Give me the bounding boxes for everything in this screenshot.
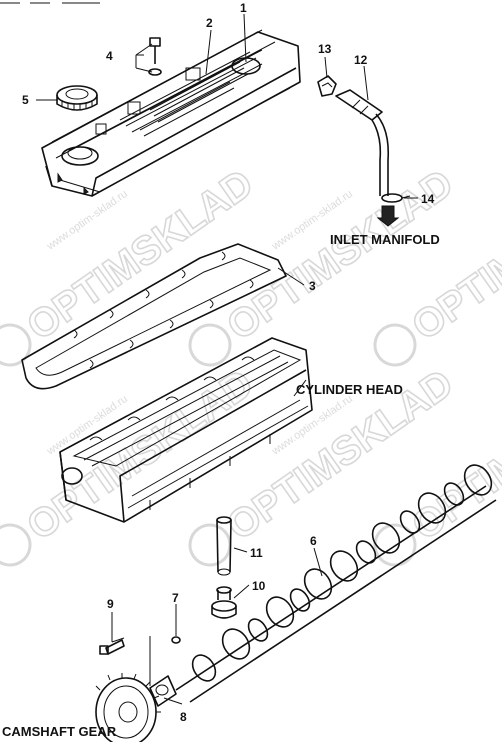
watermark-logo-icon <box>0 323 32 367</box>
callout-5: 5 <box>22 93 29 107</box>
woodruff-key <box>171 636 181 644</box>
callout-2: 2 <box>206 16 213 30</box>
callout-3: 3 <box>309 279 316 293</box>
watermark-logo-icon <box>188 523 232 567</box>
breather-assembly <box>317 75 411 227</box>
leader-lines <box>36 13 418 705</box>
cylinder-head-label: CYLINDER HEAD <box>296 382 403 397</box>
camshaft <box>175 464 497 703</box>
tappet <box>211 586 237 619</box>
callout-13: 13 <box>318 42 332 56</box>
camshaft-gear <box>95 673 161 747</box>
callout-6: 6 <box>310 534 317 548</box>
callout-7: 7 <box>172 591 179 605</box>
watermark-logo-icon <box>188 323 232 367</box>
callout-8: 8 <box>180 710 187 724</box>
valve-cover-gasket <box>21 243 287 390</box>
cover-bolt <box>148 37 162 76</box>
callout-4: 4 <box>106 49 113 63</box>
oil-filler-cap <box>56 85 98 111</box>
watermark-layer: OPTIMSKLAD OPTIMSKLAD OPTIMSKLAD OPTIMSK… <box>0 160 502 567</box>
inlet-manifold-label: INLET MANIFOLD <box>330 232 440 247</box>
callout-1: 1 <box>240 1 247 15</box>
arrow-down-icon <box>376 205 400 227</box>
callout-numbers: 1 2 3 4 5 6 7 8 9 10 11 12 13 14 <box>22 1 435 724</box>
cylinder-head <box>59 337 313 523</box>
callout-14: 14 <box>421 192 435 206</box>
gear-bolt <box>99 639 125 655</box>
callout-12: 12 <box>354 53 368 67</box>
watermark-logo-icon <box>373 323 417 367</box>
callout-9: 9 <box>107 597 114 611</box>
watermark-url: www.optim-sklad.ru <box>44 188 130 253</box>
push-rod <box>216 516 232 576</box>
callout-10: 10 <box>252 579 266 593</box>
watermark-logo-icon <box>0 523 32 567</box>
callout-11: 11 <box>250 546 263 560</box>
camshaft-gear-label: CAMSHAFT GEAR <box>2 724 117 739</box>
valve-cover <box>41 29 301 197</box>
thrust-plate <box>149 675 177 707</box>
